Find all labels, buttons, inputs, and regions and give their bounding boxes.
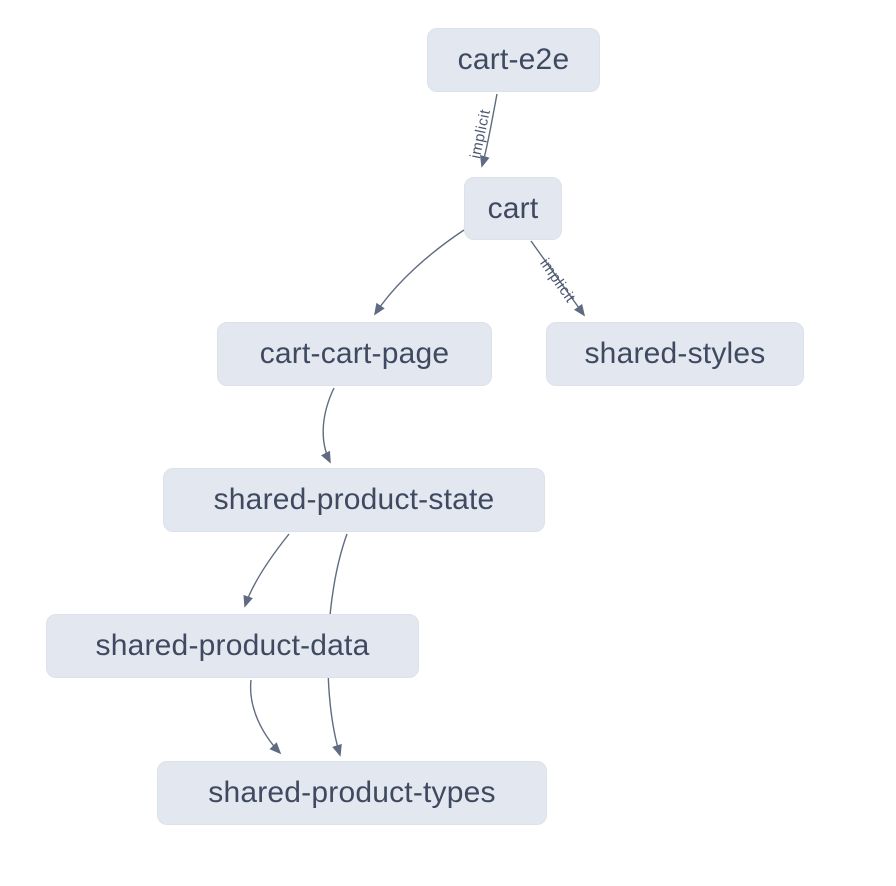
graph-node-shared-product-state[interactable]: shared-product-state xyxy=(163,468,545,532)
graph-node-cart-e2e[interactable]: cart-e2e xyxy=(427,28,600,92)
edge-label-cart-to-shared-styles: implicit xyxy=(536,255,579,306)
graph-node-cart-cart-page[interactable]: cart-cart-page xyxy=(217,322,492,386)
graph-edge-cart-e2e-to-cart xyxy=(479,93,498,168)
graph-node-label: shared-product-types xyxy=(208,776,496,809)
graph-node-label: shared-product-data xyxy=(95,629,370,662)
graph-node-cart[interactable]: cart xyxy=(464,177,562,240)
graph-node-shared-styles[interactable]: shared-styles xyxy=(546,322,804,386)
graph-node-label: cart xyxy=(487,191,539,225)
graph-node-shared-product-data[interactable]: shared-product-data xyxy=(46,614,419,678)
graph-node-label: cart-cart-page xyxy=(259,337,450,370)
graph-node-label: shared-styles xyxy=(584,337,766,370)
graph-node-label: cart-e2e xyxy=(457,43,570,76)
graph-node-shared-product-types[interactable]: shared-product-types xyxy=(157,761,547,825)
graph-edge-shared-product-state-to-shared-product-data xyxy=(243,533,290,608)
graph-edge-shared-product-data-to-shared-product-types xyxy=(249,679,282,755)
graph-node-label: shared-product-state xyxy=(213,483,495,516)
graph-edge-cart-to-shared-styles xyxy=(530,240,586,317)
graph-edge-cart-cart-page-to-shared-product-state xyxy=(321,387,335,464)
graph-edge-cart-to-cart-cart-page xyxy=(374,229,465,316)
